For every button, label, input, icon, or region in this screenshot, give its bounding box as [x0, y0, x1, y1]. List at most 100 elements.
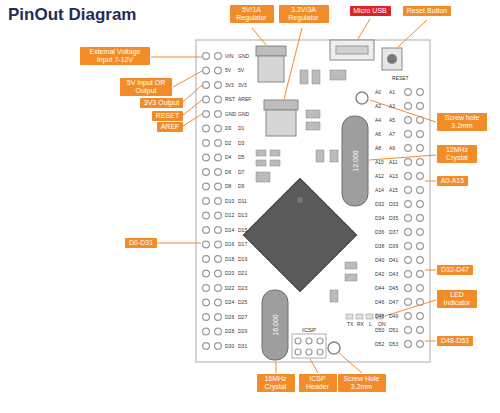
pin-label: D12 [225, 213, 234, 218]
pin-label: D16 [225, 242, 234, 247]
regulator-3v3 [266, 110, 296, 136]
callout-text: 3V3 Output [143, 99, 180, 107]
icsp-header [292, 334, 326, 358]
pin-label: D41 [389, 258, 398, 263]
pin-label: A11 [389, 160, 398, 165]
chip-dot [297, 197, 303, 203]
screw-hole [328, 342, 340, 354]
pin-label: A14 [375, 188, 384, 193]
pin-label: D17 [238, 242, 247, 247]
pin-label: D6 [225, 170, 231, 175]
pin-label: D52 [375, 342, 384, 347]
pin-label: L [369, 322, 372, 327]
callout-text: Micro USB [353, 7, 388, 15]
pin-label: A10 [375, 160, 384, 165]
crystal-16mhz [262, 290, 288, 360]
pin-label: D53 [389, 342, 398, 347]
pin-label: A1 [389, 90, 395, 95]
pin-label: D32 [375, 202, 384, 207]
screw-hole [356, 92, 368, 104]
callout-text: D48-D53 [440, 337, 470, 345]
pin-label: D15 [238, 228, 247, 233]
pin-label: RESET [392, 76, 409, 81]
pin-label: A15 [389, 188, 398, 193]
pin-holes [203, 53, 424, 350]
pin-label: D43 [389, 272, 398, 277]
pin-label: D19 [238, 257, 247, 262]
pin-label: TX [347, 322, 353, 327]
pin-label: D39 [389, 244, 398, 249]
pin-label: A2 [375, 104, 381, 109]
micro-usb-port [336, 46, 368, 54]
pin-label: 3V3 [225, 83, 234, 88]
pin-label: A7 [389, 132, 395, 137]
pin-label: D26 [225, 315, 234, 320]
pin-label: D20 [225, 271, 234, 276]
pin-label: D27 [238, 315, 247, 320]
pin-label: D46 [375, 300, 384, 305]
crystal-12mhz [342, 116, 368, 206]
pin-label: D36 [375, 230, 384, 235]
pin-label: A12 [375, 174, 384, 179]
pin-label: D21 [238, 271, 247, 276]
pin-label: D28 [225, 329, 234, 334]
callout-text: 3.3V/3A Regulator [282, 6, 326, 22]
pin-label: D45 [389, 286, 398, 291]
pin-label: D51 [389, 328, 398, 333]
pin-label: D37 [389, 230, 398, 235]
micro-usb [330, 40, 374, 60]
pin-label: 3V3 [238, 83, 247, 88]
board-outline [196, 40, 430, 362]
pin-label: D14 [225, 228, 234, 233]
callout-text: AREF [160, 123, 180, 131]
callout-text: LED Indicator [440, 291, 474, 307]
callout-box: Screw hole 3.2mm [437, 113, 487, 131]
pin-label: A6 [375, 132, 381, 137]
pin-label: D33 [389, 202, 398, 207]
pin-label: 5V [225, 68, 231, 73]
pin-label: D5 [238, 155, 244, 160]
callout-text: A0-A15 [440, 177, 465, 185]
callout-box: 3.3V/3A Regulator [279, 5, 329, 23]
callout-box: Micro USB [350, 6, 391, 16]
leader-lines [151, 19, 436, 373]
callout-box: AREF [157, 122, 183, 132]
pin-label: AREF [238, 97, 251, 102]
callout-text: External Voltage Input 7-12V [83, 48, 147, 64]
pin-label: D18 [225, 257, 234, 262]
callout-box: RESET [152, 111, 183, 121]
pin-label: A13 [389, 174, 398, 179]
callout-box: Reset Button [403, 6, 451, 16]
crystal-label: 12.000 [352, 150, 359, 171]
pin-label: D8 [225, 184, 231, 189]
pin-label: D35 [389, 216, 398, 221]
callout-text: ICSP Header [302, 375, 334, 391]
pin-label: D34 [375, 216, 384, 221]
pin-label: D1 [238, 126, 244, 131]
callout-text: 12MHz Crystal [440, 146, 474, 162]
pin-label: D30 [225, 344, 234, 349]
pin-label: D24 [225, 300, 234, 305]
callout-text: 5V/1A Regulator [233, 6, 271, 22]
regulator-tab [264, 100, 298, 110]
callout-text: Screw hole 3.2mm [440, 114, 484, 130]
pin-label: D31 [238, 344, 247, 349]
pin-label: GND [238, 54, 249, 59]
pin-label: D42 [375, 272, 384, 277]
pin-label: VIN [225, 54, 233, 59]
callout-box: D32-D47 [437, 265, 473, 275]
pin-label: D40 [375, 258, 384, 263]
pin-label: D3 [238, 141, 244, 146]
callout-box: D48-D53 [437, 336, 473, 346]
pin-label: D48 [375, 314, 384, 319]
callout-text: Screw Hole 3.2mm [341, 375, 383, 391]
callout-box: 5V/1A Regulator [230, 5, 274, 23]
pin-label: ON [378, 322, 386, 327]
regulator-tab [256, 46, 286, 56]
pin-label: D23 [238, 286, 247, 291]
callout-box: LED Indicator [437, 290, 477, 308]
pin-label: GND [225, 112, 236, 117]
page-title: PinOut Diagram [8, 5, 136, 25]
pin-label: D0 [225, 126, 231, 131]
